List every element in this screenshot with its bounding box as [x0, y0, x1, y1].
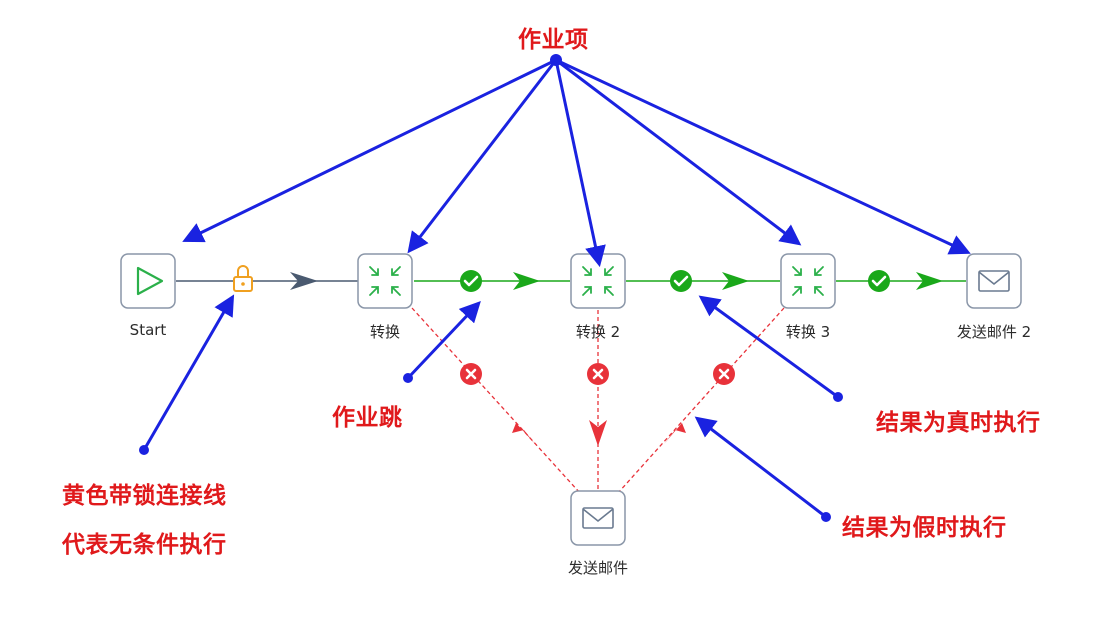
- annotation-true-exec: 结果为真时执行: [876, 410, 1041, 436]
- false-cross-icon: [460, 363, 482, 385]
- transform-arrows-icon: [369, 266, 401, 296]
- node-label-transform-2: 转换 2: [575, 323, 621, 341]
- lock-icon: [233, 265, 253, 292]
- envelope-icon: [582, 507, 614, 529]
- hop-transform3-to-mail-false[interactable]: [617, 307, 785, 494]
- true-check-icon: [868, 270, 890, 292]
- annotation-lock-line-2: 代表无条件执行: [62, 532, 227, 558]
- true-check-icon: [460, 270, 482, 292]
- transform-arrows-icon: [582, 266, 614, 296]
- hop-start-to-transform[interactable]: [176, 265, 358, 292]
- annotation-arrow-job-hop: [403, 300, 481, 383]
- annotation-job-entry: 作业项: [518, 27, 589, 53]
- annotation-arrow-true-exec: [698, 295, 843, 402]
- node-start[interactable]: [120, 253, 176, 309]
- true-check-icon: [670, 270, 692, 292]
- annotation-job-hop: 作业跳: [332, 405, 403, 431]
- annotation-lock-line-1: 黄色带锁连接线: [62, 483, 227, 509]
- hop-transform3-to-mail2[interactable]: [836, 270, 966, 292]
- hop-transform-to-transform2[interactable]: [414, 270, 570, 292]
- node-transform-3[interactable]: [780, 253, 836, 309]
- hop-transform2-to-mail-false[interactable]: [587, 310, 609, 491]
- false-cross-icon: [713, 363, 735, 385]
- node-send-mail-2[interactable]: [966, 253, 1022, 309]
- annotation-arrow-false-exec: [694, 416, 831, 522]
- hop-transform-to-mail-false[interactable]: [411, 307, 581, 494]
- node-transform-2[interactable]: [570, 253, 626, 309]
- node-transform[interactable]: [357, 253, 413, 309]
- annotation-false-exec: 结果为假时执行: [842, 515, 1007, 541]
- transform-arrows-icon: [792, 266, 824, 296]
- node-label-send-mail: 发送邮件: [567, 559, 629, 577]
- play-triangle-icon: [136, 266, 164, 296]
- node-send-mail[interactable]: [570, 490, 626, 546]
- node-label-transform: 转换: [369, 323, 401, 341]
- hop-transform2-to-transform3[interactable]: [626, 270, 780, 292]
- node-label-transform-3: 转换 3: [785, 323, 831, 341]
- annotation-arrow-lock-line: [139, 294, 235, 455]
- false-cross-icon: [587, 363, 609, 385]
- annotation-arrows-job-entry: [182, 54, 971, 268]
- envelope-icon: [978, 270, 1010, 292]
- node-label-start: Start: [129, 321, 167, 339]
- node-label-send-mail-2: 发送邮件 2: [956, 323, 1032, 341]
